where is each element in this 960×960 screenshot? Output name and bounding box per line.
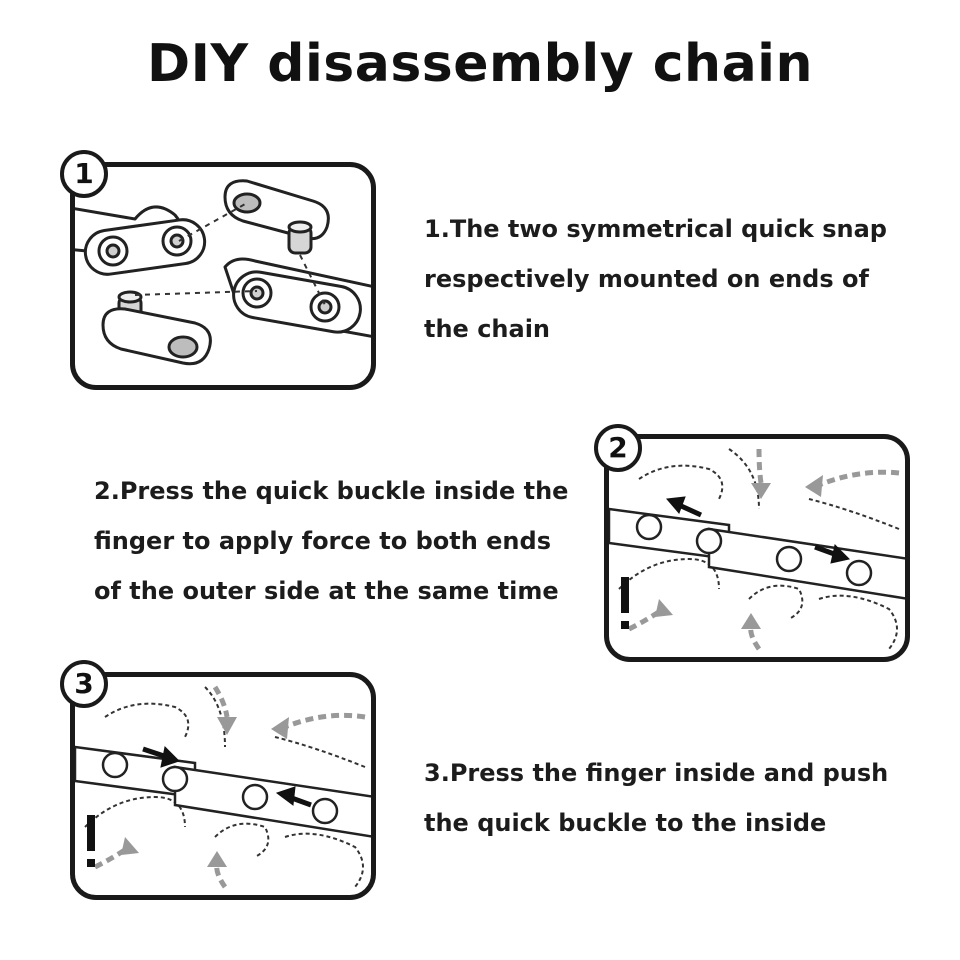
step-2-line-3: of the outer side at the same time bbox=[94, 577, 559, 605]
hands-pushing-quick-buckle-icon bbox=[75, 685, 371, 889]
chain-quick-link-exploded-icon bbox=[75, 179, 371, 366]
step-2-line-2: finger to apply force to both ends bbox=[94, 527, 551, 555]
step-1-line-3: the chain bbox=[424, 315, 551, 343]
step-3-number-badge: 3 bbox=[60, 660, 108, 708]
hands-pressing-chain-icon bbox=[609, 448, 905, 651]
step-2-description: 2.Press the quick buckle inside the fing… bbox=[94, 466, 568, 616]
page-title: DIY disassembly chain bbox=[146, 34, 814, 94]
step-3-line-1: 3.Press the finger inside and push bbox=[424, 759, 889, 787]
step-2-illustration bbox=[604, 434, 910, 662]
step-3-description: 3.Press the finger inside and push the q… bbox=[424, 748, 888, 848]
step-2-number-badge: 2 bbox=[594, 424, 642, 472]
step-1-line-1: 1.The two symmetrical quick snap bbox=[424, 215, 887, 243]
step-1-description: 1.The two symmetrical quick snap respect… bbox=[424, 204, 887, 354]
step-1-illustration bbox=[70, 162, 376, 390]
step-1-number-badge: 1 bbox=[60, 150, 108, 198]
step-1-line-2: respectively mounted on ends of bbox=[424, 265, 869, 293]
step-3-line-2: the quick buckle to the inside bbox=[424, 809, 827, 837]
step-2-line-1: 2.Press the quick buckle inside the bbox=[94, 477, 569, 505]
step-3-illustration bbox=[70, 672, 376, 900]
